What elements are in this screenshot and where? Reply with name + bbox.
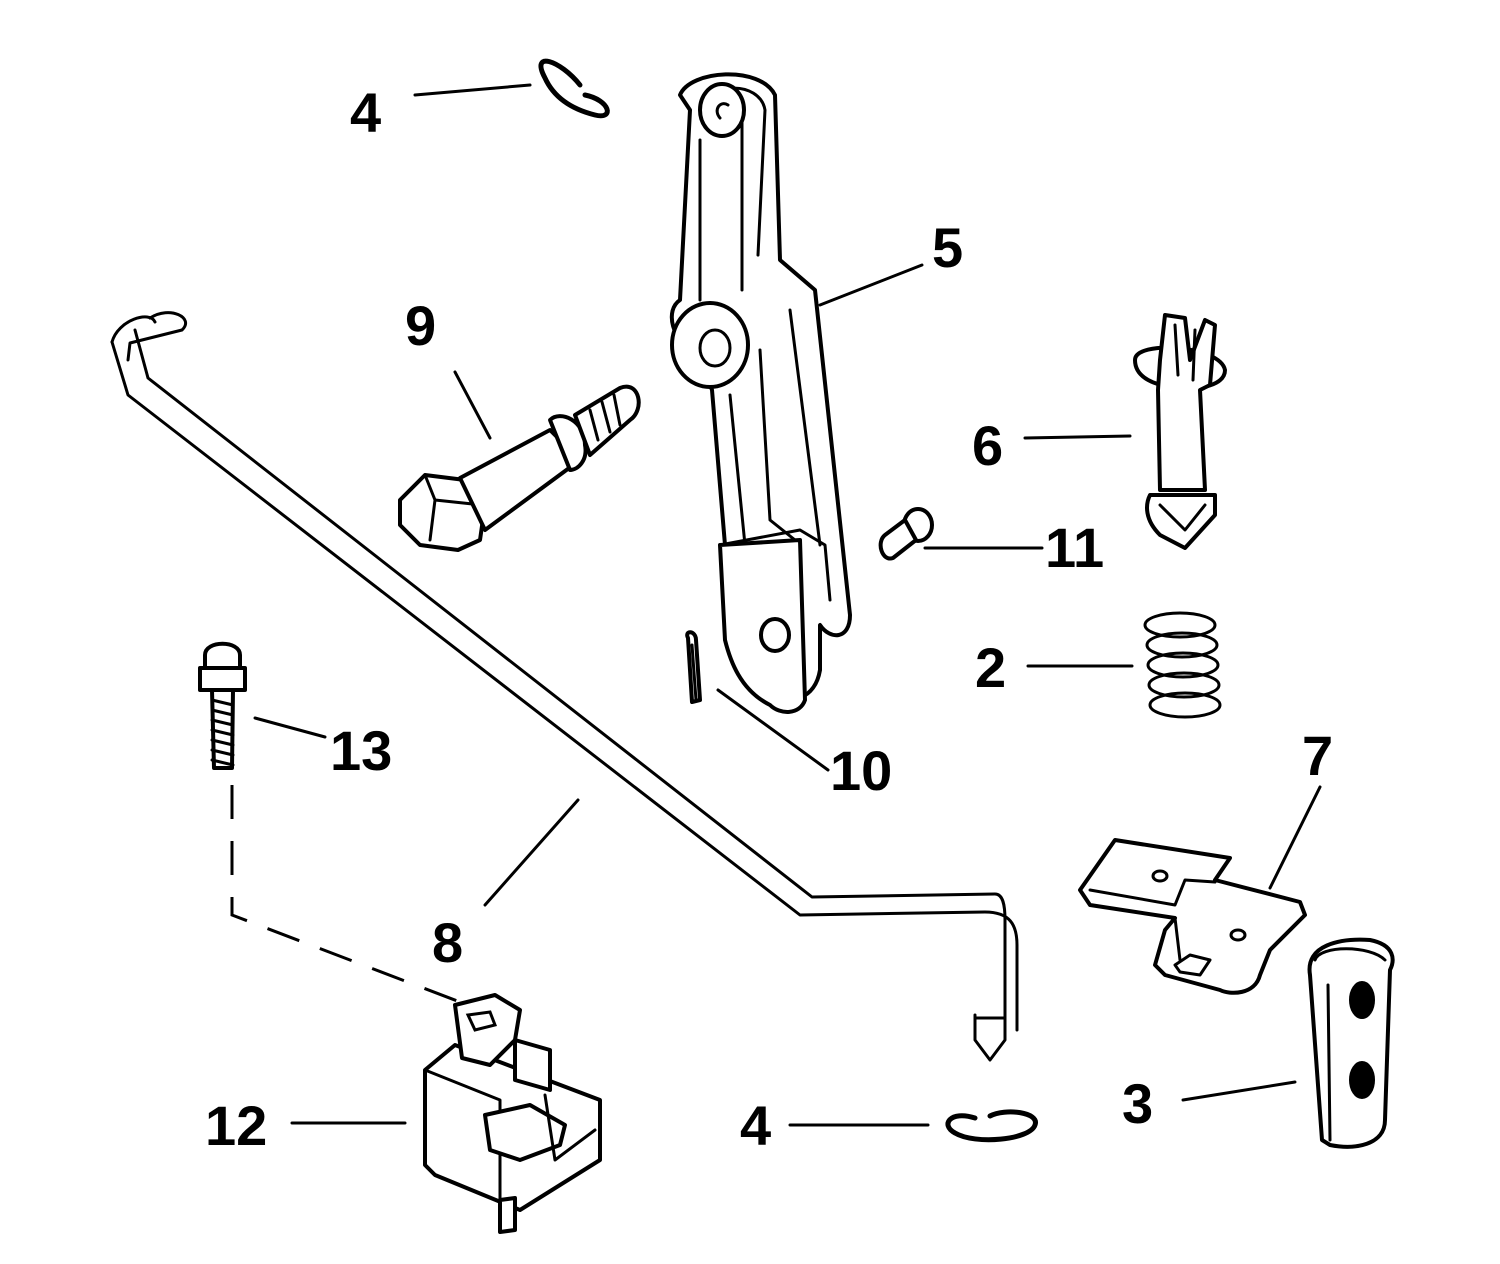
cotter-pin-part-10: [685, 630, 702, 704]
leader-5: [818, 263, 924, 307]
bracket-plate-part-7: [1078, 838, 1307, 995]
clip-ring-part-4-top: [538, 58, 610, 119]
shoulder-bolt-part-9: [398, 384, 641, 552]
leader-3: [1181, 1080, 1297, 1102]
leader-9: [453, 370, 492, 440]
leader-10: [716, 688, 830, 772]
callout-11: 11: [1045, 516, 1104, 579]
callout-13: 13: [330, 719, 392, 782]
rod-part-8: [110, 311, 1019, 1062]
callout-9: 9: [405, 294, 436, 357]
link-plate-part-3: [1307, 937, 1395, 1149]
push-pin-part-6: [1133, 313, 1227, 550]
assembly-dash-line: [230, 785, 461, 1004]
callout-6: 6: [972, 414, 1003, 477]
leader-4-top: [413, 83, 532, 97]
bolt-part-13: [198, 641, 247, 770]
callout-4-top: 4: [350, 81, 381, 144]
callout-7: 7: [1302, 724, 1333, 787]
callout-4-bottom: 4: [740, 1094, 771, 1157]
leader-8: [483, 798, 580, 907]
callout-10: 10: [830, 739, 892, 802]
clip-ring-part-4-bottom: [945, 1109, 1038, 1143]
callout-5: 5: [932, 216, 963, 279]
callout-2: 2: [975, 636, 1006, 699]
clamp-block-part-12: [423, 993, 602, 1234]
callout-3: 3: [1122, 1072, 1153, 1135]
callout-8: 8: [432, 911, 463, 974]
coil-spring-part-2: [1143, 611, 1222, 719]
small-screw-part-11: [878, 507, 934, 561]
callout-12: 12: [205, 1094, 267, 1157]
lever-arm-part-5: [669, 72, 852, 714]
leader-13: [253, 716, 327, 739]
leader-7: [1268, 785, 1322, 890]
leader-6: [1023, 434, 1132, 440]
